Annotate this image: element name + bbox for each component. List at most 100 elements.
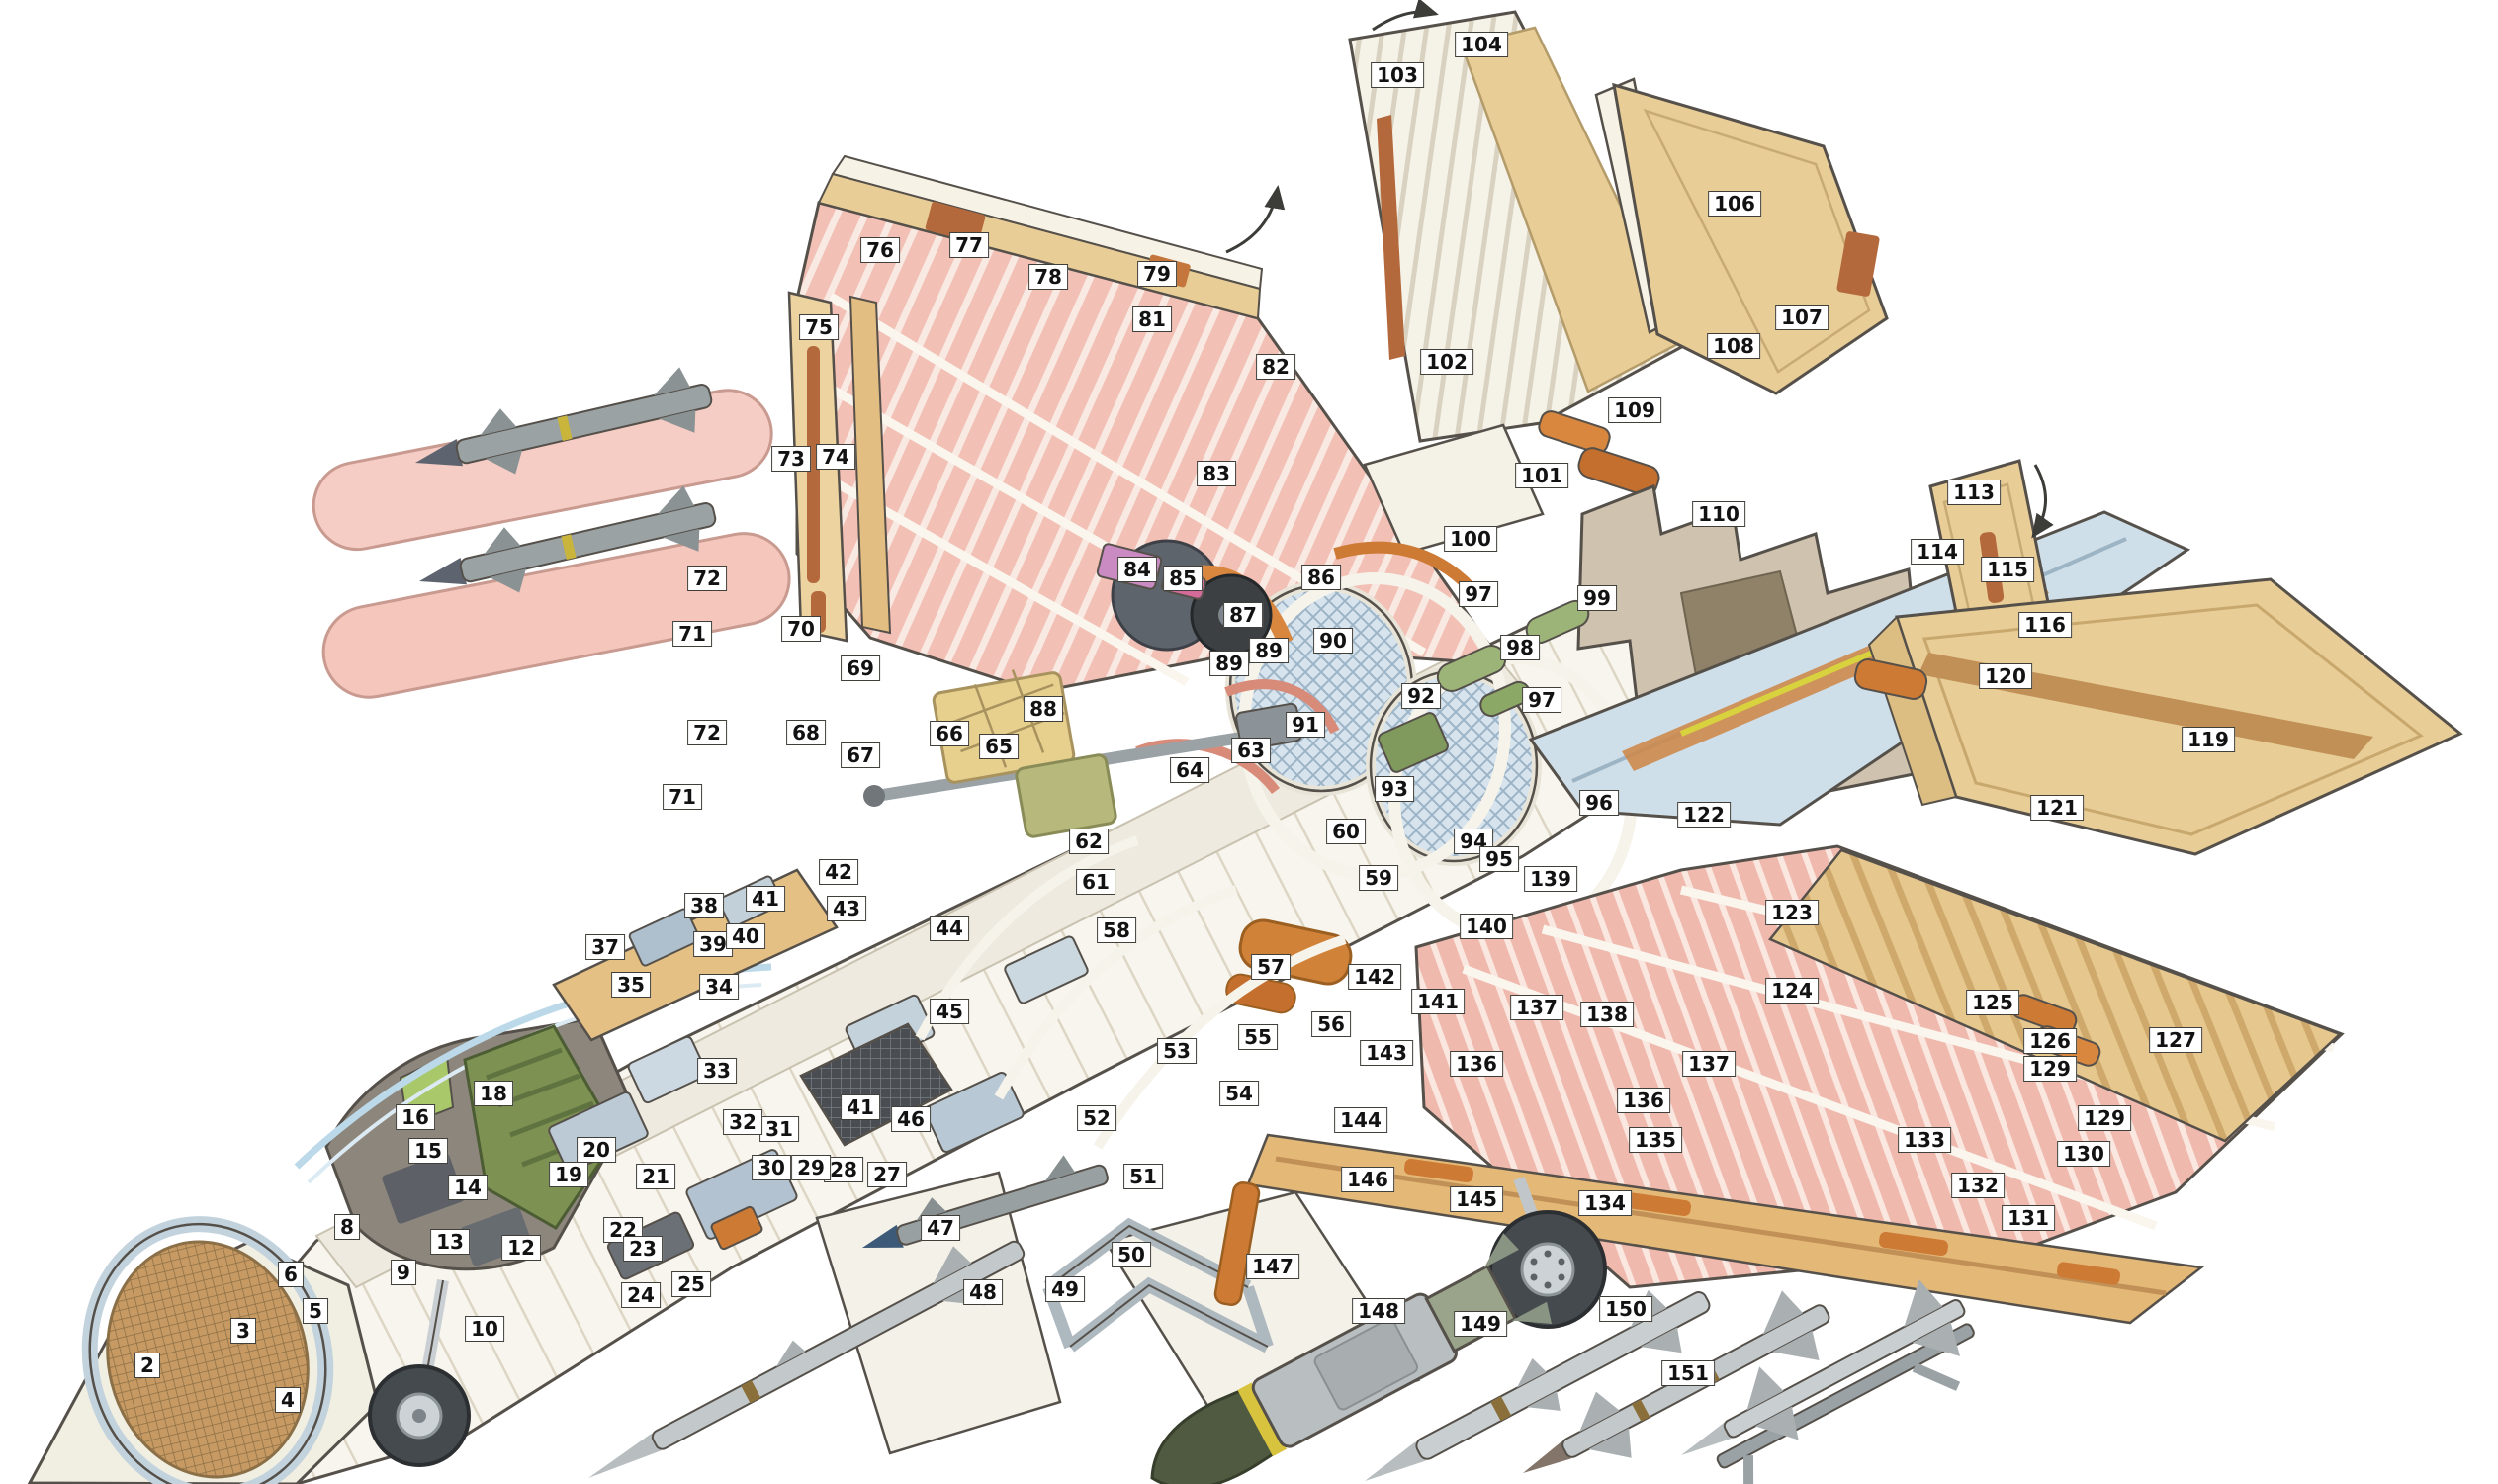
callout-92: 92	[1401, 683, 1441, 709]
callout-129: 129	[2078, 1105, 2131, 1131]
callout-100: 100	[1444, 526, 1497, 552]
callout-5: 5	[303, 1298, 328, 1324]
callout-48: 48	[963, 1279, 1003, 1305]
callout-138: 138	[1580, 1002, 1634, 1027]
callout-29: 29	[791, 1155, 831, 1180]
callout-22: 22	[603, 1217, 643, 1243]
callout-136: 136	[1450, 1051, 1503, 1077]
callout-127: 127	[2149, 1027, 2202, 1053]
callout-81: 81	[1132, 306, 1172, 332]
callout-50: 50	[1112, 1242, 1151, 1267]
callout-16: 16	[396, 1104, 435, 1130]
callout-134: 134	[1578, 1190, 1632, 1216]
callout-14: 14	[448, 1175, 488, 1200]
callout-57: 57	[1251, 954, 1291, 980]
callout-116: 116	[2018, 612, 2072, 638]
callout-141: 141	[1411, 989, 1465, 1014]
callout-106: 106	[1708, 191, 1761, 217]
callout-97: 97	[1459, 581, 1498, 607]
callout-108: 108	[1707, 333, 1760, 359]
callout-8: 8	[334, 1214, 360, 1240]
callout-78: 78	[1028, 264, 1068, 290]
callout-97: 97	[1522, 687, 1561, 713]
callout-110: 110	[1692, 501, 1745, 527]
callout-101: 101	[1515, 463, 1568, 488]
callout-69: 69	[841, 655, 880, 681]
callout-136: 136	[1617, 1088, 1670, 1113]
callout-53: 53	[1157, 1038, 1197, 1064]
aim9-missile-left-upper	[415, 367, 713, 475]
callout-99: 99	[1577, 585, 1617, 611]
callout-109: 109	[1608, 397, 1661, 423]
callout-37: 37	[585, 934, 625, 960]
callout-40: 40	[726, 923, 765, 949]
callout-44: 44	[930, 916, 969, 941]
leading-edge-flap	[1246, 1133, 2205, 1325]
callout-145: 145	[1450, 1186, 1503, 1212]
callout-60: 60	[1326, 819, 1366, 844]
right-wing-skin-panel	[1867, 577, 2463, 856]
callout-24: 24	[621, 1282, 661, 1308]
callout-102: 102	[1420, 349, 1473, 375]
callout-113: 113	[1947, 480, 2001, 505]
callout-23: 23	[623, 1236, 663, 1262]
callout-73: 73	[771, 446, 811, 472]
callout-15: 15	[408, 1138, 448, 1164]
callout-82: 82	[1256, 354, 1295, 380]
callout-19: 19	[549, 1162, 588, 1187]
vertical-tail-left	[1348, 0, 1690, 443]
callout-87: 87	[1223, 602, 1263, 628]
callout-103: 103	[1371, 62, 1424, 88]
callout-129: 129	[2023, 1056, 2077, 1082]
callout-115: 115	[1981, 557, 2034, 582]
callout-123: 123	[1765, 900, 1819, 925]
aim9-missile-left-lower	[419, 485, 717, 593]
callout-144: 144	[1334, 1107, 1387, 1133]
callout-96: 96	[1579, 790, 1619, 816]
callout-74: 74	[816, 444, 855, 470]
callout-88: 88	[1024, 696, 1063, 722]
callout-151: 151	[1661, 1360, 1715, 1386]
callout-66: 66	[930, 721, 969, 746]
chaff-honeycomb	[932, 669, 1117, 838]
callout-62: 62	[1069, 829, 1109, 854]
callout-52: 52	[1077, 1105, 1116, 1131]
callout-86: 86	[1301, 565, 1341, 590]
callout-98: 98	[1500, 635, 1540, 660]
callout-43: 43	[827, 896, 866, 921]
callout-61: 61	[1076, 869, 1115, 895]
callout-68: 68	[786, 720, 826, 745]
callout-58: 58	[1097, 917, 1136, 943]
callout-124: 124	[1765, 978, 1819, 1004]
callout-137: 137	[1682, 1051, 1736, 1077]
callout-41: 41	[841, 1094, 880, 1120]
callout-54: 54	[1219, 1081, 1259, 1106]
callout-13: 13	[430, 1229, 470, 1255]
weapon-gbu-bomb	[1150, 1233, 1553, 1484]
callout-149: 149	[1454, 1311, 1507, 1337]
callout-143: 143	[1360, 1040, 1413, 1066]
callout-83: 83	[1197, 461, 1236, 486]
callout-64: 64	[1170, 757, 1209, 783]
callout-114: 114	[1911, 539, 1964, 565]
callout-84: 84	[1117, 557, 1157, 582]
callout-6: 6	[278, 1262, 304, 1287]
callout-133: 133	[1898, 1127, 1951, 1153]
callout-56: 56	[1311, 1011, 1351, 1037]
callout-131: 131	[2002, 1205, 2055, 1231]
callout-21: 21	[636, 1164, 675, 1189]
callout-71: 71	[663, 784, 702, 810]
radar-antenna	[81, 1216, 334, 1484]
callout-25: 25	[671, 1271, 711, 1297]
callout-42: 42	[819, 859, 858, 885]
callout-3: 3	[230, 1318, 256, 1344]
callout-59: 59	[1359, 865, 1398, 891]
weapon-missile-on-launcher	[1681, 1279, 1975, 1484]
fin-root-structure	[1363, 410, 1660, 556]
callout-121: 121	[2030, 795, 2084, 821]
nose-landing-gear	[368, 1278, 471, 1467]
callout-137: 137	[1510, 995, 1563, 1020]
callout-104: 104	[1455, 32, 1508, 57]
callout-93: 93	[1375, 776, 1414, 802]
